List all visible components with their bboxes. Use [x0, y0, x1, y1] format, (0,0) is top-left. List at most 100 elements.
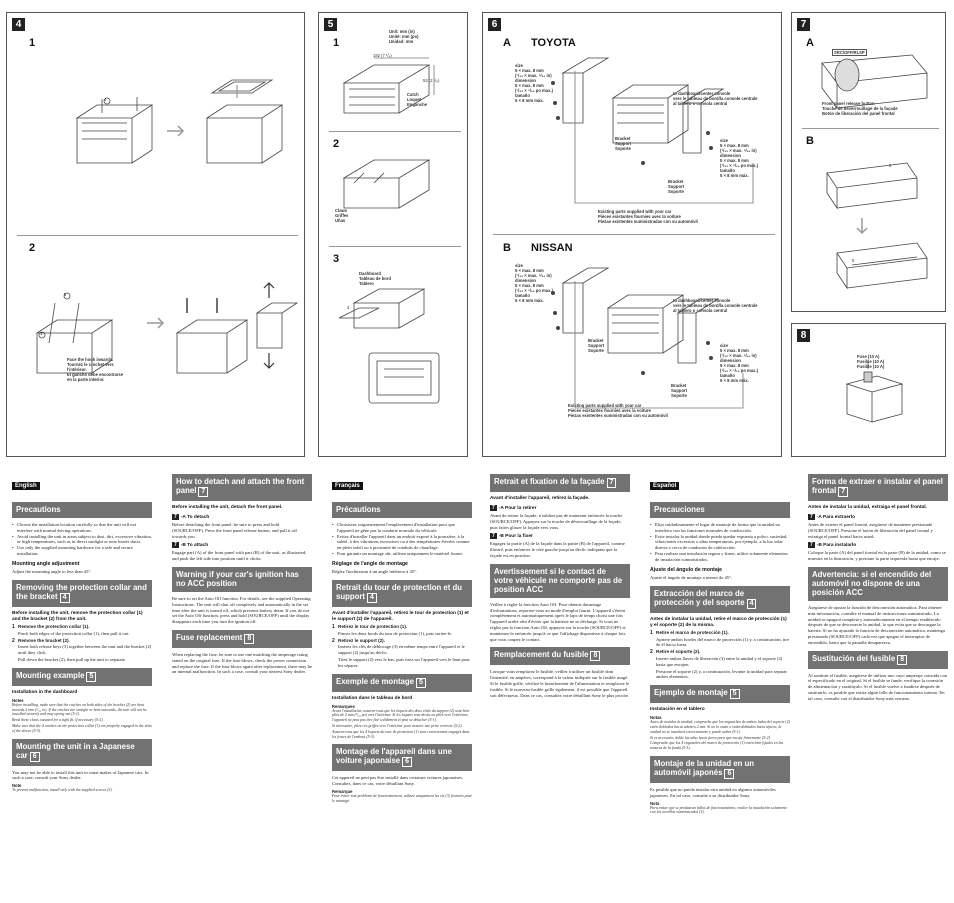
source-off-button-label: SRC/OFF/RLSP [832, 49, 867, 56]
note: Si nécessaire, pliez ces griffes vers l'… [332, 723, 463, 728]
note: To prevent malfunction, install only wit… [12, 788, 113, 793]
callout-bracket: 1 [40, 331, 43, 336]
collar-removal-illustration [35, 79, 299, 374]
list-item: Evitez d'installer l'appareil dans un en… [332, 534, 472, 551]
units-label: Unit: mm (in) Unité: mm (po) Unidad: mm [389, 29, 419, 44]
section-heading: Precautions [12, 502, 152, 518]
note: Antes de instalar la unidad, compruebe q… [650, 720, 790, 734]
height-dimension: 53 (2 ¹/₈) [423, 78, 440, 83]
variant-title: TOYOTA [531, 37, 576, 49]
precautions-list: Choisissez soigneusement l'emplacement d… [332, 522, 472, 557]
figure-panel-5: 5 1 Unit: mm (in) Unité: mm (po) Unidad:… [318, 12, 468, 457]
english-column-2: How to detach and attach the front panel… [172, 474, 312, 677]
variant-label: A [503, 37, 511, 49]
subheading: Installation in the dashboard [12, 689, 78, 695]
step-detail: Insert both release keys (3) together be… [18, 644, 152, 656]
intro-text: Before installing the unit, detach the f… [172, 505, 283, 510]
panel-number: 8 [797, 329, 810, 342]
paragraph: Be sure to set the Auto Off function. Fo… [172, 595, 311, 625]
figure-panel-4: 4 1 2 [6, 12, 305, 457]
section-heading: Extracción del marco de protección y del… [650, 585, 790, 613]
front-panel-illustration [821, 54, 928, 290]
french-column-1: Français Précautions Choisissez soigneus… [332, 474, 472, 805]
divider [493, 234, 775, 235]
divider [802, 128, 939, 129]
divider [329, 131, 461, 132]
screw-size-label: size 5 × max. 8 mm (⁷/₃₂ × max. ⁵/₁₆ in)… [720, 343, 759, 383]
section-heading: Precauciones [650, 502, 790, 518]
paragraph: Avant de retirer la façade, n'oubliez pa… [490, 513, 623, 530]
list-item: Choose the installation location careful… [12, 522, 152, 534]
language-label: Español [650, 482, 680, 490]
callout-release-key: 5 [64, 292, 67, 297]
subheading: 7-B Pour la fixer [490, 533, 533, 540]
console-label: to dashboard/center console vers le tabl… [673, 91, 758, 106]
section-heading: Précautions [332, 502, 472, 518]
callout-collar: 4 [347, 305, 350, 310]
variant-label: B [503, 242, 511, 254]
step-detail: Presione el soporte (2) y, a continuació… [656, 668, 787, 680]
section-heading: Montaje de la unidad en un automóvil jap… [650, 755, 790, 783]
variant-label: B [806, 135, 814, 147]
intro-text: Avant d'installer l'appareil, retirez le… [332, 610, 469, 622]
precautions-list: Elija cuidadosamente el lugar de montaje… [650, 522, 790, 563]
list-item: Use only the supplied mounting hardware … [12, 545, 152, 557]
paragraph: Al sustituir el fusible, asegúrese de ut… [808, 672, 948, 701]
bracket-label: Bracket Support Soporte [668, 179, 685, 194]
subheading: Ajuste del ángulo de montaje [650, 566, 723, 573]
note: Before installing, make sure that the ca… [12, 702, 147, 717]
bracket-label: Bracket Support Soporte [615, 136, 632, 151]
step-detail: Pincez les deux bords du tour de protect… [338, 630, 453, 636]
existing-parts-label: Existing parts supplied with your car Pi… [598, 209, 698, 224]
bracket-label: Bracket Support Soporte [588, 338, 605, 353]
step-number: 1 [333, 37, 340, 49]
callout-part-b: 5 [852, 258, 855, 263]
section-heading: Advertencia: si el encendido del automóv… [808, 566, 948, 601]
panel-number: 6 [488, 18, 501, 31]
width-dimension: 182 (7 ¹/₄) [373, 53, 392, 58]
section-heading: Avertissement si le contact de votre véh… [490, 563, 630, 598]
paragraph: You may not be able to install this unit… [12, 769, 149, 781]
subheading: 7-A Para extraerlo [808, 514, 855, 520]
paragraph: Engagez la partie (A) de la façade dans … [490, 541, 625, 558]
precautions-list: Choose the installation location careful… [12, 522, 152, 557]
panel-number: 7 [797, 18, 810, 31]
english-column-1: English Precautions Choose the installat… [12, 474, 152, 794]
intro-text: Avant d'installer l'appareil, retirez la… [490, 496, 590, 501]
screw-size-label: size 5 × max. 8 mm (⁷/₃₂ × max. ⁵/₁₆ in)… [515, 263, 554, 303]
paragraph: Coloque la parte (A) del panel frontal e… [808, 550, 946, 562]
step-number: 1 [29, 37, 36, 49]
list-item: Elija cuidadosamente el lugar de montaje… [650, 522, 790, 534]
paragraph: Réglez l'inclinaison à un angle inférieu… [332, 569, 418, 575]
subheading: Mounting angle adjustment [12, 560, 80, 567]
variant-title: NISSAN [531, 242, 573, 254]
note-label: Note [12, 783, 22, 789]
notes-label: Remarques [332, 703, 355, 709]
intro-text: Before installing the unit, remove the p… [12, 610, 143, 622]
note: Make sure that the 4 catches on the prot… [12, 723, 152, 733]
step-number: 3 [333, 253, 340, 265]
figure-panel-7: 7 A SRC/OFF/RLSP Front panel release but… [791, 12, 946, 312]
subheading: 7-A Pour la retirer [490, 505, 537, 511]
section-heading: Forma de extraer e instalar el panel fro… [808, 474, 948, 501]
section-heading: Retrait du tour de protection et du supp… [332, 579, 472, 607]
list-item: Avoid installing the unit in areas subje… [12, 534, 152, 546]
paragraph: Lorsque vous remplacez le fusible, veill… [490, 669, 630, 698]
intro-text: Antes de instalar la unidad, extraiga el… [808, 505, 927, 510]
fuse-label: Fuse (10 A) Fusible (10 A) Fusible (10 A… [857, 354, 885, 369]
section-heading: How to detach and attach the front panel… [172, 474, 312, 501]
screw-size-label: size 5 × max. 8 mm (⁷/₃₂ × max. ⁵/₁₆ in)… [515, 63, 554, 103]
language-label: English [12, 482, 40, 490]
release-button-label: Front panel release button Touche de dév… [822, 101, 898, 116]
